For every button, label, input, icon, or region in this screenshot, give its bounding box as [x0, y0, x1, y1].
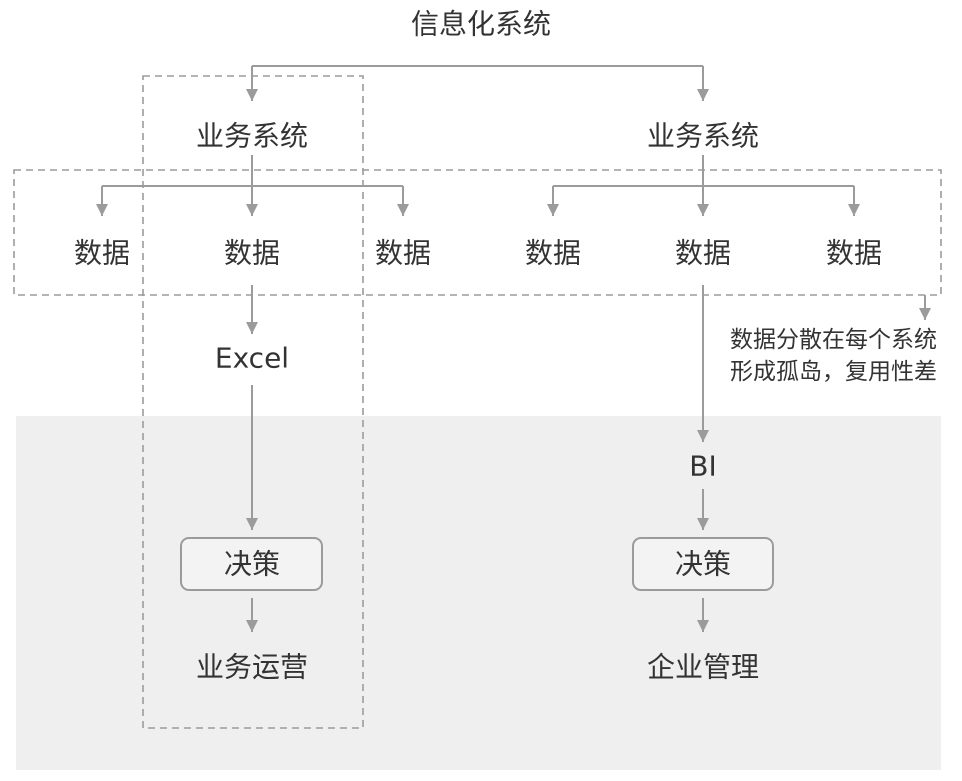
note-line-1: 数据分散在每个系统: [730, 327, 937, 353]
left-data-label-1: 数据: [74, 237, 130, 270]
note-line-2: 形成孤岛，复用性差: [730, 359, 937, 385]
left-data-label-2: 数据: [224, 237, 280, 270]
right-decision-box: [632, 537, 774, 591]
left-business-system-label: 业务系统: [196, 120, 308, 153]
right-tool-label: BI: [689, 450, 716, 483]
right-data-label-1: 数据: [525, 237, 581, 270]
left-tool-label: Excel: [215, 342, 289, 375]
right-data-label-3: 数据: [826, 237, 882, 270]
left-outcome-label: 业务运营: [196, 651, 308, 684]
right-decision-label: 决策: [675, 548, 731, 581]
diagram-title: 信息化系统: [411, 8, 551, 41]
right-data-label-2: 数据: [675, 237, 731, 270]
decision-layer-panel: [16, 416, 941, 770]
right-outcome-label: 企业管理: [647, 651, 759, 684]
left-decision-label: 决策: [224, 548, 280, 581]
data-layer-dashed-frame: [13, 169, 942, 296]
left-decision-box: [180, 537, 323, 591]
left-data-label-3: 数据: [375, 237, 431, 270]
right-business-system-label: 业务系统: [647, 120, 759, 153]
